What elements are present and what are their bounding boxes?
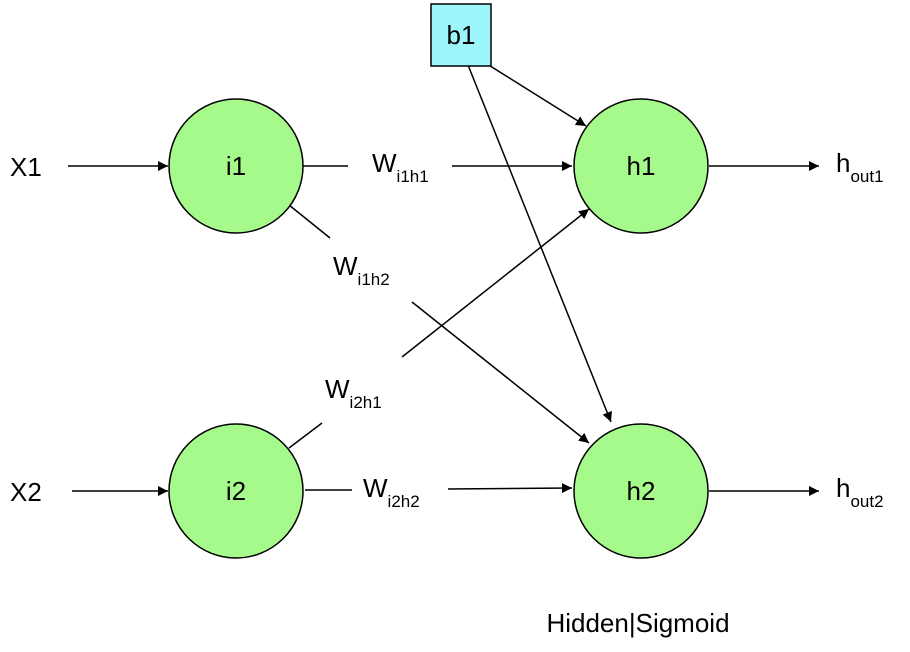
edge-i2-h1-a	[288, 422, 323, 449]
input-x2-label: X2	[10, 477, 42, 507]
weight-i1h1-sub: i1h1	[397, 167, 429, 186]
neuron-i1-label: i1	[226, 151, 246, 181]
neuron-h2-label: h2	[627, 476, 656, 506]
neuron-i2	[168, 423, 304, 559]
output-2-label: hout2	[836, 473, 884, 511]
edge-b1-h2	[467, 64, 612, 423]
output-1-main: h	[836, 148, 850, 178]
output-1-sub: out1	[850, 167, 883, 186]
weight-i1h1-label: Wi1h1	[372, 148, 429, 186]
weight-i1h2-main: W	[333, 251, 358, 281]
edge-i1-h2-b	[411, 301, 590, 444]
edge-i1-h2-a	[288, 204, 331, 239]
neuron-h2	[573, 423, 709, 559]
weight-i2h1-label: Wi2h1	[325, 374, 382, 412]
output-1-label: hout1	[836, 148, 884, 186]
edge-i2-h2-b	[447, 483, 573, 494]
output-2-sub: out2	[850, 492, 883, 511]
weight-i2h1-main: W	[325, 374, 350, 404]
edge-b1-h1	[486, 63, 587, 127]
weight-i1h1-main: W	[372, 148, 397, 178]
neuron-i2-label: i2	[226, 476, 246, 506]
layer-caption: Hidden|Sigmoid	[546, 608, 729, 638]
bias-box	[430, 3, 492, 67]
bias-label: b1	[447, 20, 476, 50]
edge-i2-h1-b	[401, 208, 590, 358]
weight-i1h2-sub: i1h2	[358, 270, 390, 289]
neuron-h1	[573, 98, 709, 234]
weight-i2h2-main: W	[363, 473, 388, 503]
input-x1-label: X1	[10, 152, 42, 182]
output-2-main: h	[836, 473, 850, 503]
weight-i2h1-sub: i2h1	[350, 393, 382, 412]
weight-i1h2-label: Wi1h2	[333, 251, 390, 289]
weight-i2h2-sub: i2h2	[388, 492, 420, 511]
weight-i2h2-label: Wi2h2	[363, 473, 420, 511]
neuron-h1-label: h1	[627, 151, 656, 181]
neuron-i1	[168, 98, 304, 234]
